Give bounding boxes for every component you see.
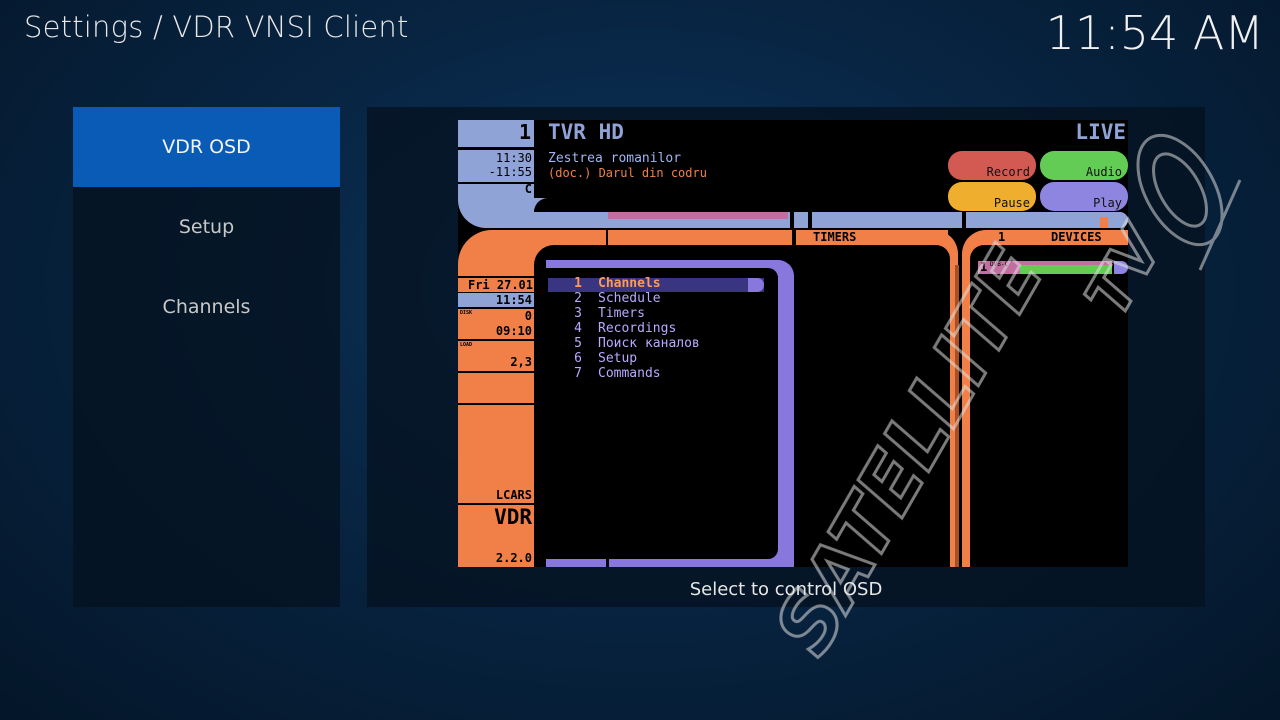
sidebar-item-setup[interactable]: Setup — [178, 216, 235, 238]
osd-menu-item-label: Setup — [598, 351, 638, 366]
osd-time-block — [458, 150, 534, 182]
osd-menu-item[interactable]: 6 Setup — [558, 351, 637, 366]
osd-disk-label: DISK — [460, 310, 473, 316]
osd-blue-bar-3 — [812, 212, 962, 228]
content-panel: 1 11:30 -11:55 C TVR HD LIVE Zestrea rom… — [367, 107, 1205, 607]
watermark-logo: SATELLITE TV — [760, 133, 1242, 671]
osd-devices-rail — [962, 265, 970, 567]
record-button-label: Record — [986, 165, 1030, 179]
page-title: Settings / VDR VNSI Client — [24, 10, 409, 44]
osd-timers-rail-1 — [950, 265, 958, 567]
osd-flag: C — [524, 182, 532, 196]
clock: 11:54 AM — [1045, 6, 1264, 60]
osd-spacer-block-1 — [458, 373, 534, 403]
osd-devices-rail-2 — [955, 265, 959, 567]
osd-menu-item-number: 1 — [574, 276, 582, 291]
osd-disk-block — [458, 309, 534, 339]
osd-timers-elbow-inner — [898, 245, 950, 270]
osd-orange-accent — [1100, 217, 1108, 228]
osd-timers-label: TIMERS — [813, 230, 857, 244]
osd-orange-bar — [608, 230, 792, 245]
osd-menu-item[interactable]: 5 Поиск каналов — [558, 336, 700, 351]
osd-preview[interactable]: 1 11:30 -11:55 C TVR HD LIVE Zestrea rom… — [458, 120, 1128, 567]
osd-menu-item[interactable]: 2 Schedule — [558, 291, 661, 306]
osd-device-number: 1 — [980, 260, 988, 274]
osd-blue-elbow-inner — [534, 198, 554, 212]
audio-button[interactable]: Audio — [1040, 151, 1128, 180]
osd-blue-bar-2 — [794, 212, 808, 228]
osd-timers-bar — [796, 230, 916, 245]
osd-version: 2.2.0 — [495, 551, 532, 565]
osd-product: VDR — [494, 505, 532, 529]
watermark-text: SATELLITE — [760, 234, 1062, 669]
osd-channel-name: TVR HD — [548, 120, 624, 144]
osd-number-block — [458, 120, 534, 147]
osd-menu-item-label: Channels — [598, 276, 661, 291]
sidebar-item-channels[interactable]: Channels — [162, 296, 251, 318]
osd-program-title: Zestrea romanilor — [548, 151, 682, 166]
osd-menu-frame-right — [778, 276, 794, 552]
record-button[interactable]: Record — [948, 151, 1036, 180]
osd-menu-frame-sep — [606, 559, 609, 567]
osd-menu-item-number: 3 — [574, 306, 582, 321]
osd-clock-block — [458, 293, 534, 307]
osd-load-label: LOAD — [460, 342, 473, 348]
osd-menu-item-number: 5 — [574, 336, 582, 351]
osd-menu-frame-top-inner — [546, 268, 778, 280]
sidebar-item-vdr-osd[interactable]: VDR OSD — [73, 107, 340, 187]
audio-button-label: Audio — [1085, 165, 1122, 179]
osd-blue-bar-4 — [966, 212, 1116, 228]
osd-product-block — [458, 505, 534, 567]
osd-caption: Select to control OSD — [689, 579, 883, 600]
osd-date: Fri 27.01 — [467, 278, 533, 292]
sidebar: VDR OSD Setup Channels — [73, 107, 340, 607]
osd-channel-number: 1 — [518, 120, 531, 144]
osd-load-block — [458, 341, 534, 371]
osd-menu-highlight — [548, 278, 764, 292]
play-button-label: Play — [1093, 196, 1122, 210]
osd-device-signal — [1020, 265, 1112, 274]
osd-menu-item-label: Commands — [598, 366, 661, 381]
osd-mode: LIVE — [1075, 120, 1126, 144]
osd-menu-item[interactable]: 4 Recordings — [558, 321, 676, 336]
osd-device-cap — [1114, 261, 1128, 274]
osd-menu-item-number: 7 — [574, 366, 582, 381]
osd-menu-item[interactable]: 3 Timers — [558, 306, 645, 321]
osd-menu-item-label: Schedule — [598, 291, 661, 306]
osd-pink-bar — [608, 212, 788, 219]
osd-time-remaining: -11:55 — [488, 165, 532, 179]
osd-menu-item-label: Recordings — [598, 321, 677, 336]
osd-disk-value: 0 — [524, 309, 532, 323]
play-button[interactable]: Play — [1040, 182, 1128, 211]
osd-time-start: 11:30 — [495, 151, 532, 165]
pause-button-label: Pause — [993, 196, 1030, 210]
osd-menu-item-number: 2 — [574, 291, 582, 306]
osd-spacer-block-2 — [458, 405, 534, 503]
osd-disk-time: 09:10 — [495, 324, 532, 338]
osd-load-value: 2,3 — [510, 355, 532, 369]
osd-date-block — [458, 278, 534, 292]
osd-menu-item-label: Timers — [598, 306, 645, 321]
osd-devices-count: 1 — [998, 230, 1006, 244]
osd-menu-frame-bottom-inner — [546, 544, 778, 559]
watermark-sub: TV — [1072, 213, 1179, 328]
osd-flag-block — [458, 184, 534, 198]
osd-blue-cap — [1116, 212, 1128, 228]
osd-menu-item[interactable]: 7 Commands — [558, 366, 661, 381]
osd-device-type: DVB-C — [990, 261, 1009, 268]
osd-menu-item[interactable]: 1 Channels — [558, 276, 661, 291]
osd-menu-item-number: 6 — [574, 351, 582, 366]
osd-program-desc: (doc.) Darul din codru — [548, 166, 707, 180]
osd-menu-item-label: Поиск каналов — [598, 336, 700, 351]
osd-clock: 11:54 — [495, 293, 532, 307]
osd-menu-item-number: 4 — [574, 321, 582, 336]
osd-menu-highlight-cap — [748, 278, 764, 292]
osd-devices-label: DEVICES — [1051, 230, 1102, 244]
osd-skin-name: LCARS — [495, 488, 532, 502]
pause-button[interactable]: Pause — [948, 182, 1036, 211]
